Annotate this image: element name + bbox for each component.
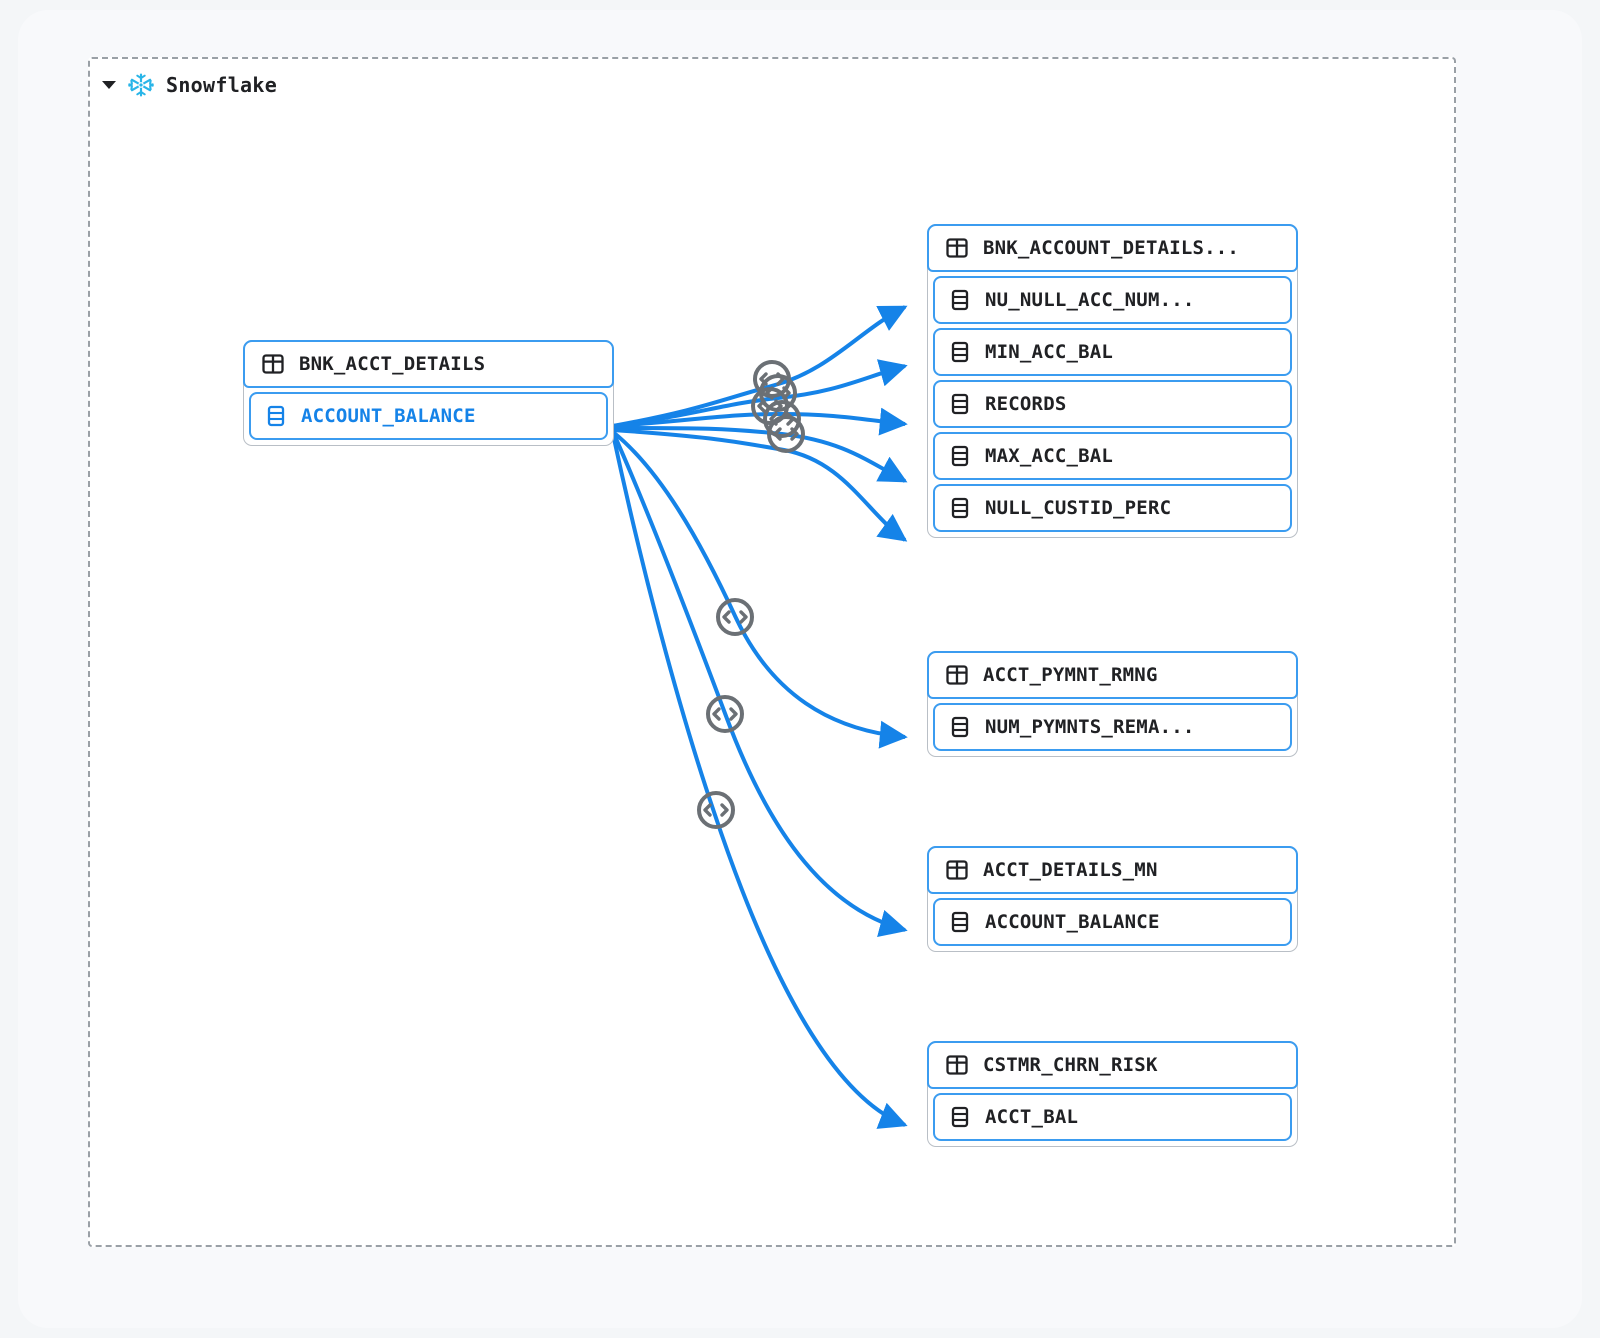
snowflake-logo-icon xyxy=(128,73,154,97)
column-label: MAX_ACC_BAL xyxy=(985,445,1114,467)
table-node-columns: NU_NULL_ACC_NUM... MIN_ACC_BAL RECORDS xyxy=(928,272,1297,537)
table-node-cstmr-chrn-risk[interactable]: CSTMR_CHRN_RISK ACCT_BAL xyxy=(927,1041,1298,1147)
table-node-title: BNK_ACCT_DETAILS xyxy=(299,353,486,375)
column-label: ACCOUNT_BALANCE xyxy=(985,911,1160,933)
table-node-acct-pymnt-rmng[interactable]: ACCT_PYMNT_RMNG NUM_PYMNTS_REMA... xyxy=(927,651,1298,757)
table-node-title: ACCT_PYMNT_RMNG xyxy=(983,664,1158,686)
column-label: ACCOUNT_BALANCE xyxy=(301,405,476,427)
table-icon xyxy=(262,354,284,374)
column-icon xyxy=(951,497,969,519)
table-node-header[interactable]: ACCT_DETAILS_MN xyxy=(927,846,1298,894)
column-icon xyxy=(951,393,969,415)
column-label: MIN_ACC_BAL xyxy=(985,341,1114,363)
table-node-columns: ACCT_BAL xyxy=(928,1089,1297,1146)
column-icon xyxy=(951,445,969,467)
table-icon xyxy=(946,860,968,880)
column-label: NU_NULL_ACC_NUM... xyxy=(985,289,1195,311)
column-row[interactable]: ACCT_BAL xyxy=(933,1093,1292,1141)
table-node-source[interactable]: BNK_ACCT_DETAILS ACCOUNT_BALANCE xyxy=(243,340,614,446)
table-node-header[interactable]: CSTMR_CHRN_RISK xyxy=(927,1041,1298,1089)
column-row[interactable]: NU_NULL_ACC_NUM... xyxy=(933,276,1292,324)
column-row[interactable]: RECORDS xyxy=(933,380,1292,428)
column-row[interactable]: NULL_CUSTID_PERC xyxy=(933,484,1292,532)
table-node-columns: NUM_PYMNTS_REMA... xyxy=(928,699,1297,756)
column-row[interactable]: NUM_PYMNTS_REMA... xyxy=(933,703,1292,751)
table-icon xyxy=(946,238,968,258)
table-node-header[interactable]: ACCT_PYMNT_RMNG xyxy=(927,651,1298,699)
column-icon xyxy=(951,289,969,311)
table-node-title: ACCT_DETAILS_MN xyxy=(983,859,1158,881)
chevron-down-icon[interactable] xyxy=(102,81,116,89)
column-icon xyxy=(951,716,969,738)
column-row[interactable]: MIN_ACC_BAL xyxy=(933,328,1292,376)
column-icon xyxy=(267,405,285,427)
table-node-header[interactable]: BNK_ACCOUNT_DETAILS... xyxy=(927,224,1298,272)
table-icon xyxy=(946,1055,968,1075)
column-row[interactable]: ACCOUNT_BALANCE xyxy=(933,898,1292,946)
column-row-account-balance[interactable]: ACCOUNT_BALANCE xyxy=(249,392,608,440)
table-icon xyxy=(946,665,968,685)
table-node-columns: ACCOUNT_BALANCE xyxy=(928,894,1297,951)
column-label: ACCT_BAL xyxy=(985,1106,1079,1128)
column-label: NULL_CUSTID_PERC xyxy=(985,497,1172,519)
table-node-title: CSTMR_CHRN_RISK xyxy=(983,1054,1158,1076)
column-label: RECORDS xyxy=(985,393,1067,415)
table-node-acct-details-mn[interactable]: ACCT_DETAILS_MN ACCOUNT_BALANCE xyxy=(927,846,1298,952)
table-node-title: BNK_ACCOUNT_DETAILS... xyxy=(983,237,1240,259)
table-node-bnk-account-details[interactable]: BNK_ACCOUNT_DETAILS... NU_NULL_ACC_NUM..… xyxy=(927,224,1298,538)
column-row[interactable]: MAX_ACC_BAL xyxy=(933,432,1292,480)
group-header: Snowflake xyxy=(102,70,277,100)
table-node-header[interactable]: BNK_ACCT_DETAILS xyxy=(243,340,614,388)
table-node-columns: ACCOUNT_BALANCE xyxy=(244,388,613,445)
column-icon xyxy=(951,341,969,363)
column-icon xyxy=(951,1106,969,1128)
column-label: NUM_PYMNTS_REMA... xyxy=(985,716,1195,738)
page-title: Snowflake xyxy=(166,73,278,97)
column-icon xyxy=(951,911,969,933)
